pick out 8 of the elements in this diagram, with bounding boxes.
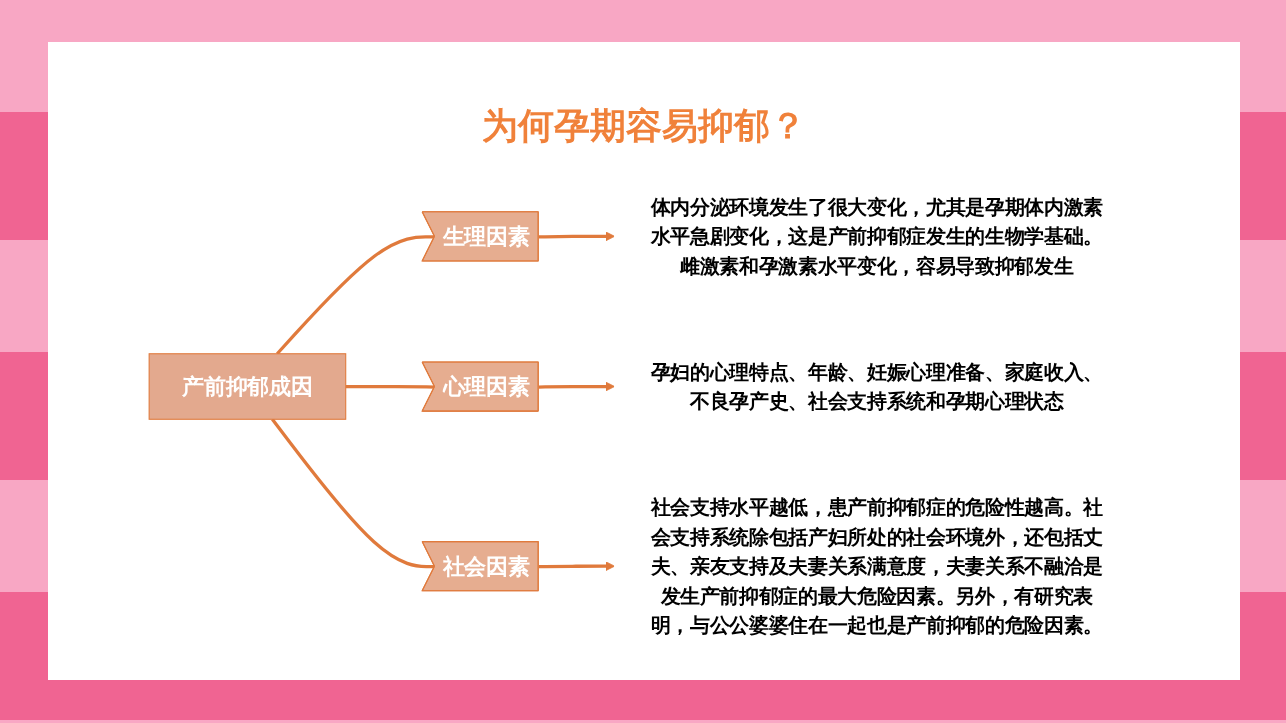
node-text: 孕妇的心理特点、年龄、妊娠心理准备、家庭收入、不良孕产史、社会支持系统和孕期心理状态 bbox=[650, 360, 1103, 413]
node-text: 社会支持水平越低，患产前抑郁症的危险性越高。社会支持系统除包括产妇所处的社会环境外，还包括丈夫、亲友支持及夫妻关系满意度，夫妻关系不融洽是发生产前抑郁症的最大危险因素。另外，有研究表明，与公公婆婆住在一起也是产前抑郁的危险因素。 bbox=[650, 495, 1103, 637]
node-text: 体内分泌环境发生了很大变化，尤其是孕期体内激素水平急剧变化，这是产前抑郁症发生的生物学基础。雌激素和孕激素水平变化，容易导致抑郁发生 bbox=[650, 195, 1103, 278]
node-box: 产前抑郁成因 bbox=[148, 353, 347, 420]
connector bbox=[345, 384, 435, 389]
title: 为何孕期容易抑郁？ bbox=[481, 104, 807, 148]
connector bbox=[271, 418, 435, 569]
connector bbox=[276, 235, 435, 355]
